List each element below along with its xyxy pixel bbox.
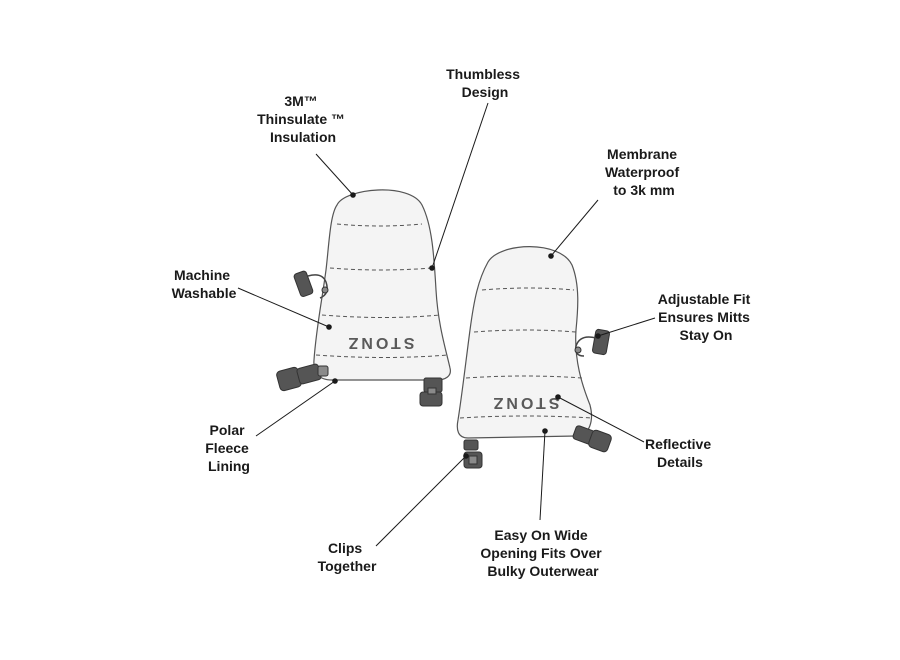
callout-machine-washable: Machine Washable <box>172 267 237 301</box>
leader-dot-clips-together <box>463 453 469 459</box>
leader-dot-reflective <box>555 394 561 400</box>
right-strap-adjuster <box>574 328 611 357</box>
leader-dot-machine-washable <box>326 324 332 330</box>
left-mitten-quilt-line <box>336 223 423 227</box>
right-buckle <box>572 425 612 453</box>
leader-membrane <box>550 199 599 257</box>
leader-insulation <box>315 153 354 196</box>
callout-polar-fleece: Polar Fleece Lining <box>205 422 252 474</box>
leader-adjustable-fit <box>597 317 656 337</box>
right-mitten-quilt-line <box>459 415 593 419</box>
leader-clips-together <box>375 455 467 547</box>
left-mitten-shell <box>313 189 451 381</box>
leader-dot-thumbless <box>429 265 435 271</box>
callout-easy-on: Easy On Wide Opening Fits Over Bulky Out… <box>480 527 605 579</box>
leader-dot-membrane <box>548 253 554 259</box>
left-mitten-quilt-line <box>321 314 441 318</box>
callout-thumbless: Thumbless Design <box>446 66 524 100</box>
callout-clips-together: Clips Together <box>318 540 377 574</box>
callout-insulation: 3M™ Thinsulate ™ Insulation <box>257 93 349 145</box>
leader-dot-adjustable-fit <box>595 333 601 339</box>
leader-thumbless <box>431 102 489 269</box>
leader-machine-washable <box>237 287 330 328</box>
right-mitten-quilt-line <box>473 329 577 333</box>
callout-membrane: Membrane Waterproof to 3k mm <box>605 146 683 198</box>
callout-adjustable-fit: Adjustable Fit Ensures Mitts Stay On <box>658 291 754 343</box>
right-mitten-shell <box>456 246 593 439</box>
leader-easy-on <box>539 430 546 521</box>
left-strap-adjuster <box>293 270 329 299</box>
left-brand-logo: STONZ <box>346 334 415 351</box>
right-mitten-quilt-line <box>481 287 575 291</box>
left-buckle <box>276 363 329 392</box>
callout-reflective: Reflective Details <box>645 436 715 470</box>
right-brand-logo: STONZ <box>491 394 560 411</box>
left-mitten: STONZ <box>276 189 451 407</box>
right-mitten-quilt-line <box>465 375 583 379</box>
leader-dot-easy-on <box>542 428 548 434</box>
left-mitten-quilt-line <box>315 354 449 358</box>
leader-dot-insulation <box>350 192 356 198</box>
callout-labels: 3M™ Thinsulate ™ Insulation Thumbless De… <box>172 66 754 579</box>
leader-polar-fleece <box>255 380 336 437</box>
right-mitten: STONZ <box>456 246 612 469</box>
leader-lines <box>237 102 656 547</box>
left-clip <box>419 377 443 407</box>
left-mitten-quilt-line <box>329 267 433 271</box>
leader-dot-polar-fleece <box>332 378 338 384</box>
leader-reflective <box>557 396 645 443</box>
